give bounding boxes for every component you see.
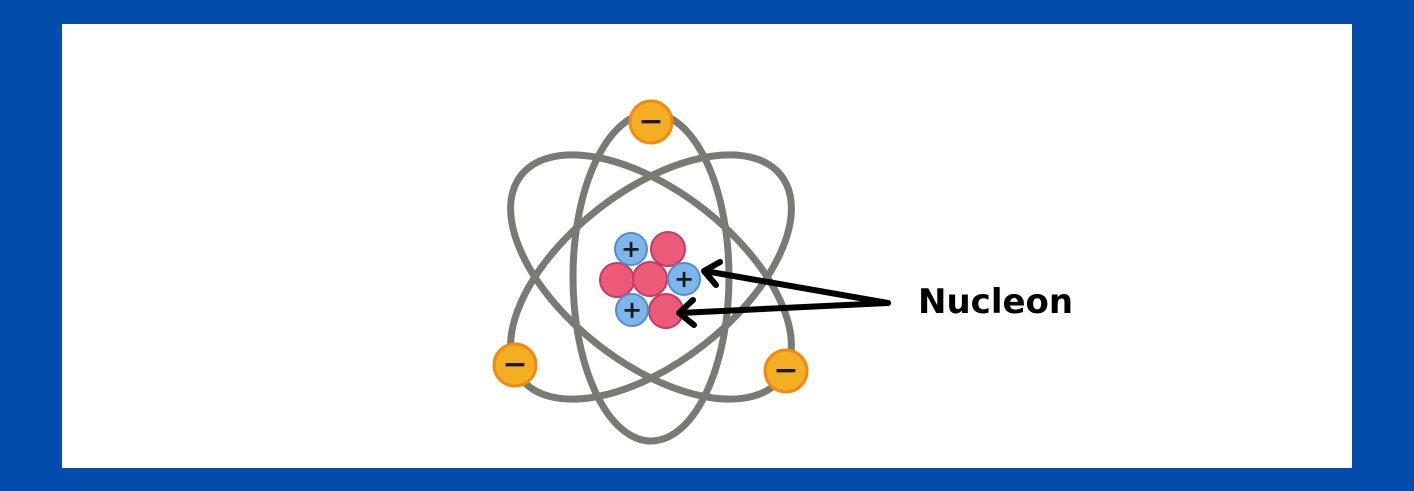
nucleus: + + +: [599, 231, 701, 329]
proton-sign: +: [622, 296, 642, 324]
proton-sign: +: [674, 265, 694, 293]
pointer-arrows: [676, 259, 891, 328]
electron-sign: −: [773, 353, 798, 388]
proton: +: [615, 293, 649, 327]
neutron: [599, 262, 635, 298]
electron: −: [763, 348, 809, 394]
nucleon-label: Nucleon: [918, 282, 1073, 322]
proton-sign: +: [621, 235, 641, 263]
electron-sign: −: [638, 104, 663, 139]
neutron: [632, 261, 668, 297]
proton: +: [667, 262, 701, 296]
electron-sign: −: [502, 347, 527, 382]
arrow-to-neutron: [676, 297, 891, 328]
arrow-to-proton: [701, 259, 891, 306]
proton: +: [614, 232, 648, 266]
neutron: [650, 231, 686, 267]
electron: −: [492, 342, 538, 388]
electron: −: [628, 99, 674, 145]
